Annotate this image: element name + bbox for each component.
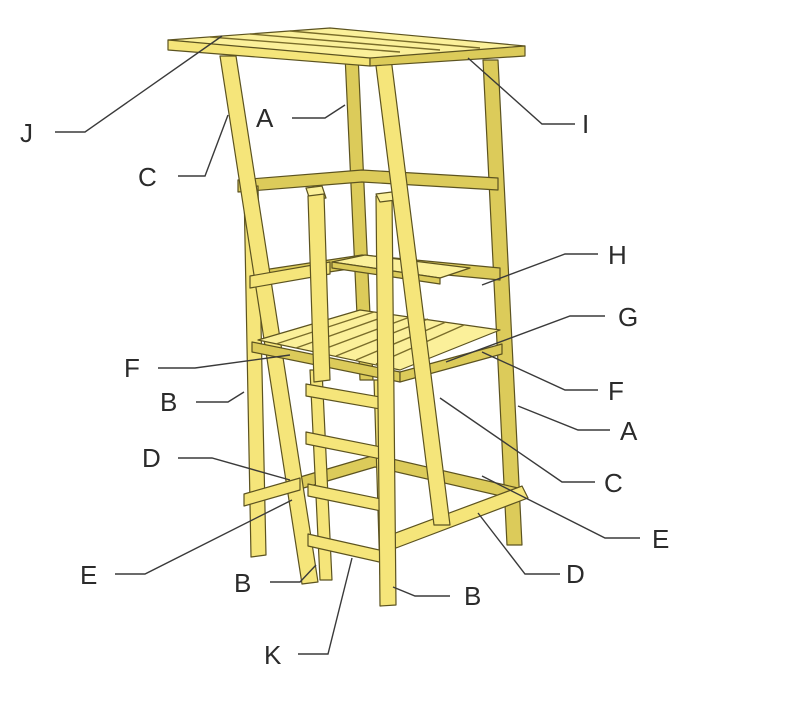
label-F-left: F	[124, 353, 140, 383]
leader-C-right	[439, 397, 595, 483]
label-F-right: F	[608, 376, 624, 406]
leader-A-top	[292, 104, 346, 119]
leader-B-bottom-left	[270, 564, 317, 583]
label-E-right: E	[652, 524, 669, 554]
label-C-right: C	[604, 468, 623, 498]
leader-E-left	[115, 499, 293, 575]
label-I: I	[582, 109, 589, 139]
left-diagonal-brace	[219, 55, 319, 585]
leader-B-bottom-right	[392, 586, 450, 597]
front-inner-post	[307, 193, 331, 383]
label-A-right: A	[620, 416, 638, 446]
leader-F-right	[481, 351, 598, 391]
front-right-post	[375, 193, 397, 607]
label-K: K	[264, 640, 282, 670]
leader-J	[55, 35, 223, 133]
top-back-rail	[237, 169, 499, 193]
leader-C-top	[178, 114, 229, 177]
leader-A-right	[517, 405, 610, 431]
label-E-left: E	[80, 560, 97, 590]
roof	[167, 27, 526, 67]
leader-B-left	[196, 391, 245, 403]
label-J: J	[20, 118, 33, 148]
leader-D-right	[477, 512, 560, 575]
label-B-bottom-right: B	[464, 581, 481, 611]
label-H: H	[608, 240, 627, 270]
leader-D-left	[178, 457, 291, 481]
label-C-top: C	[138, 162, 157, 192]
label-B-bottom-left: B	[234, 568, 251, 598]
part-labels: J A C I H G F F B A D C E E D B B K	[20, 103, 669, 670]
leader-G	[445, 315, 605, 363]
bottom-left-rail	[243, 477, 301, 507]
label-D-left: D	[142, 443, 161, 473]
label-A-top: A	[256, 103, 274, 133]
leader-lines	[55, 35, 640, 655]
leader-K	[298, 557, 353, 655]
leader-H	[481, 253, 598, 286]
label-B-left: B	[160, 387, 177, 417]
leader-F-left	[158, 354, 291, 369]
back-right-post	[482, 59, 523, 546]
leader-E-right	[481, 475, 640, 539]
leader-I	[467, 57, 575, 125]
roof-side-beam	[369, 45, 526, 67]
tower-structure	[167, 27, 529, 607]
label-D-right: D	[566, 559, 585, 589]
label-G: G	[618, 302, 638, 332]
